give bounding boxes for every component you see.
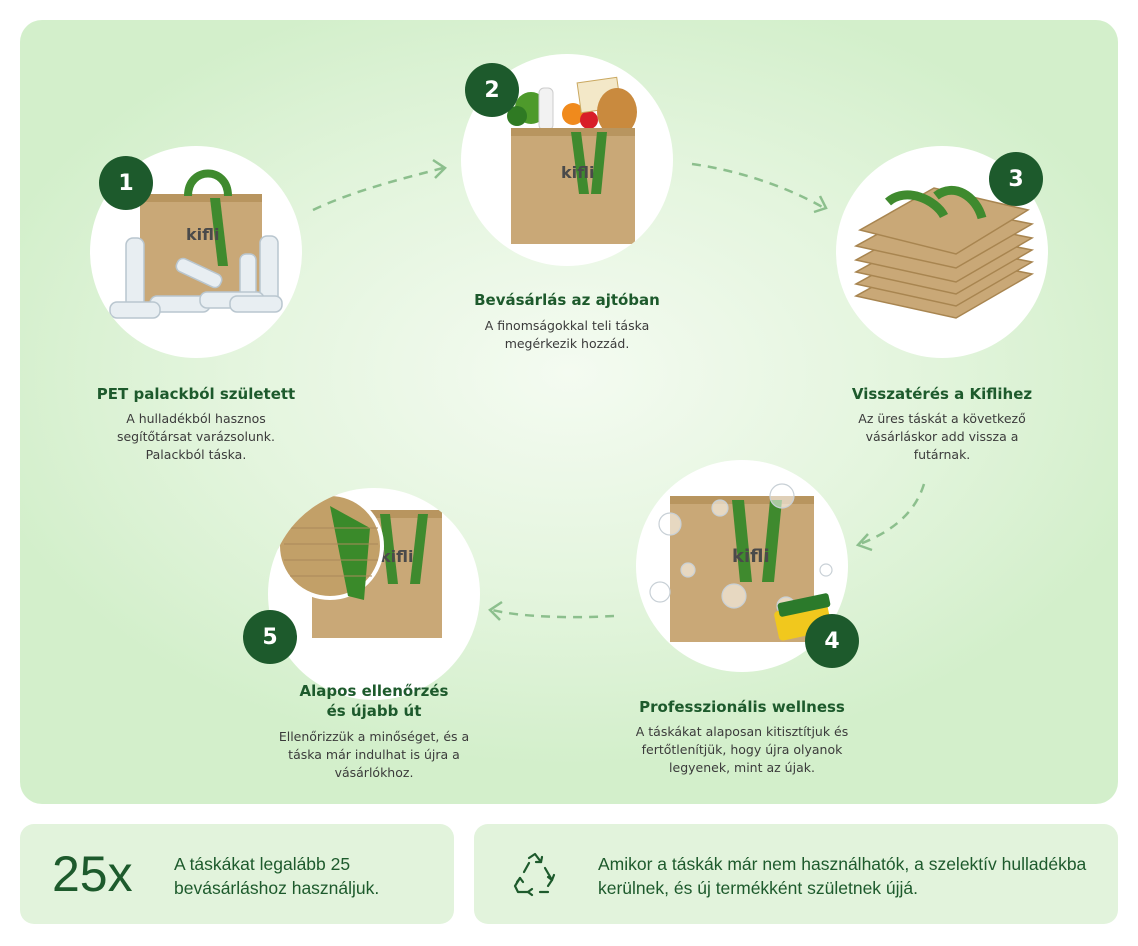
arrow-2-to-3 xyxy=(691,162,828,214)
step-2-desc: A finomságokkal teli táska megérkezik ho… xyxy=(484,318,650,351)
svg-text:kifli: kifli xyxy=(732,546,770,567)
step-1-title: PET palackból született xyxy=(96,385,296,403)
step-3-desc: Az üres táskát a következő vásárláskor a… xyxy=(858,411,1026,462)
recycle-text: Amikor a táskák már nem használhatók, a … xyxy=(598,854,1087,898)
recycle-icon xyxy=(513,852,556,897)
arrow-1-to-2 xyxy=(312,158,447,212)
step-3-image xyxy=(836,146,1048,358)
step-3-badge: 3 xyxy=(989,152,1043,206)
step-5-badge: 5 xyxy=(243,610,297,664)
step-5-image: kifli xyxy=(268,488,480,700)
usage-text: A táskákat legalább 25 bevásárláshoz has… xyxy=(174,854,380,898)
arrow-3-to-4 xyxy=(855,483,926,552)
step-5-title: Alapos ellenőrzés és újabb út xyxy=(299,682,449,720)
usage-card: 25x A táskákat legalább 25 bevásárláshoz… xyxy=(20,824,454,924)
step-4-title: Professzionális wellness xyxy=(639,698,845,716)
step-4-badge: 4 xyxy=(805,614,859,668)
step-3-title: Visszatérés a Kiflihez xyxy=(851,385,1033,403)
step-5-desc: Ellenőrizzük a minőséget, és a táska már… xyxy=(278,729,470,780)
step-4-desc: A táskákat alaposan kitisztítjuk és fert… xyxy=(635,724,849,775)
recycle-card: Amikor a táskák már nem használhatók, a … xyxy=(474,824,1118,924)
step-1-desc: A hulladékból hasznos segítőtársat varáz… xyxy=(116,411,275,462)
step-4-image: kifli xyxy=(636,460,848,672)
step-2-badge: 2 xyxy=(465,63,519,117)
svg-text:kifli: kifli xyxy=(380,547,413,566)
step-1-badge: 1 xyxy=(99,156,153,210)
arrow-4-to-5 xyxy=(488,600,615,621)
svg-text:kifli: kifli xyxy=(186,225,219,244)
step-2-title: Bevásárlás az ajtóban xyxy=(474,291,660,309)
usage-count: 25x xyxy=(52,846,133,902)
svg-text:kifli: kifli xyxy=(561,163,594,182)
